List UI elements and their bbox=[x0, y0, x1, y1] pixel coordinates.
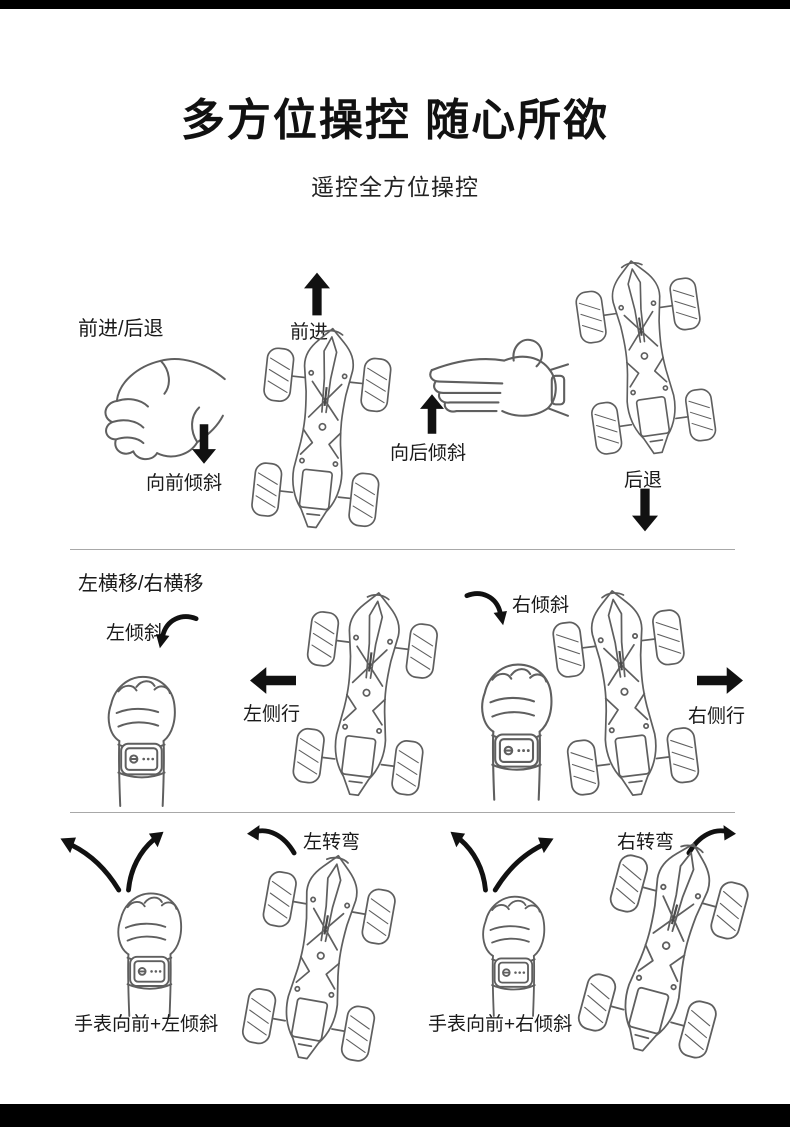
wrist-watch-fist-illustration bbox=[481, 663, 553, 801]
arrow-right-icon bbox=[697, 667, 743, 694]
turn-right-label: 右转弯 bbox=[617, 832, 675, 853]
tilt-left-label: 左倾斜 bbox=[106, 623, 164, 644]
arrow-down-icon bbox=[192, 424, 216, 464]
rc-car-illustration bbox=[570, 251, 719, 463]
turn-right-gesture-label: 手表向前+右倾斜 bbox=[428, 1014, 573, 1035]
turn-left-label: 左转弯 bbox=[303, 832, 361, 853]
strafe-right-label: 右侧行 bbox=[688, 706, 746, 727]
section-divider bbox=[70, 549, 735, 550]
tilt-backward-label: 向后倾斜 bbox=[390, 443, 467, 464]
arrow-up-icon bbox=[420, 394, 444, 434]
strafe-left-label: 左侧行 bbox=[243, 704, 301, 725]
wrist-watch-fist-illustration bbox=[117, 892, 183, 1017]
forward-label: 前进 bbox=[290, 322, 329, 343]
wrist-watch-fist-illustration bbox=[482, 895, 546, 1017]
curved-arrow-turn-right-icon bbox=[686, 825, 736, 856]
rc-car-illustration bbox=[547, 582, 702, 804]
section1-heading: 前进/后退 bbox=[78, 318, 164, 340]
hand-tilt-forward-illustration bbox=[104, 357, 226, 461]
curved-arrow-tilt-left-icon bbox=[156, 614, 199, 649]
rc-car-illustration bbox=[573, 825, 759, 1068]
curved-arrow-tilt-right-icon bbox=[464, 591, 507, 626]
wrist-watch-fist-illustration bbox=[107, 675, 176, 807]
rc-car-illustration bbox=[249, 321, 396, 535]
bottom-frame-bar bbox=[0, 1104, 790, 1127]
arrow-down-icon bbox=[632, 488, 658, 532]
hand-tilt-back-illustration bbox=[429, 338, 570, 417]
section2-heading: 左横移/右横移 bbox=[78, 573, 204, 595]
turn-left-gesture-label: 手表向前+左倾斜 bbox=[74, 1014, 219, 1035]
rc-car-illustration bbox=[290, 584, 443, 804]
section-divider bbox=[70, 812, 735, 813]
tilt-right-label: 右倾斜 bbox=[512, 595, 570, 616]
arrow-up-icon bbox=[304, 272, 330, 316]
fan-arrows-right-icon bbox=[450, 831, 554, 893]
rc-car-illustration bbox=[239, 843, 402, 1070]
page-title: 多方位操控 随心所欲 bbox=[180, 96, 610, 145]
curved-arrow-turn-left-icon bbox=[247, 825, 297, 856]
fan-arrows-left-icon bbox=[60, 831, 164, 893]
page-subtitle: 遥控全方位操控 bbox=[311, 174, 479, 200]
backward-label: 后退 bbox=[624, 470, 663, 491]
top-frame-bar bbox=[0, 0, 790, 9]
tilt-forward-label: 向前倾斜 bbox=[146, 473, 223, 494]
arrow-left-icon bbox=[250, 667, 296, 694]
